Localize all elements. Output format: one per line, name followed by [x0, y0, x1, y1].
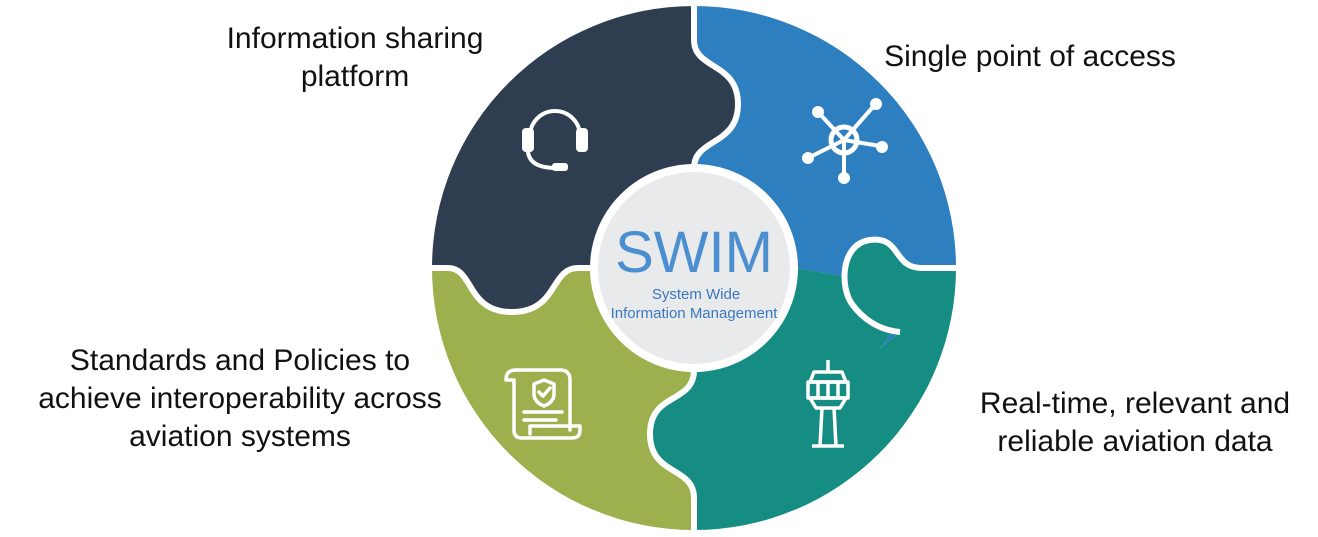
- label-line: reliable aviation data: [997, 425, 1273, 458]
- label-line: aviation systems: [129, 420, 351, 453]
- center-title: SWIM: [615, 220, 773, 285]
- label-line: Single point of access: [884, 40, 1176, 73]
- control-tower-icon: [806, 360, 850, 448]
- segment-top-left: [432, 6, 738, 312]
- label-information-sharing-platform: Information sharing platform: [195, 20, 515, 96]
- network-icon: [802, 98, 888, 184]
- segment-bottom-right: [650, 239, 956, 530]
- label-real-time-aviation-data: Real-time, relevant and reliable aviatio…: [960, 385, 1310, 461]
- label-line: Information sharing: [226, 22, 484, 55]
- label-line: Standards and Policies to: [69, 344, 411, 377]
- center-subtitle-line2: Information Management: [611, 305, 779, 322]
- label-line: Real-time, relevant and: [979, 387, 1291, 420]
- label-line: achieve interoperability across: [38, 382, 442, 415]
- label-line: platform: [300, 60, 410, 93]
- segment-bottom-left: [432, 268, 694, 530]
- center-circle: [590, 164, 798, 372]
- label-standards-and-policies: Standards and Policies to achieve intero…: [10, 342, 470, 456]
- label-single-point-of-access: Single point of access: [860, 38, 1200, 76]
- certificate-scroll-icon: [504, 368, 582, 440]
- headset-icon: [522, 109, 588, 171]
- center-subtitle-line1: System Wide: [652, 286, 740, 303]
- segment-top-right: [694, 6, 956, 350]
